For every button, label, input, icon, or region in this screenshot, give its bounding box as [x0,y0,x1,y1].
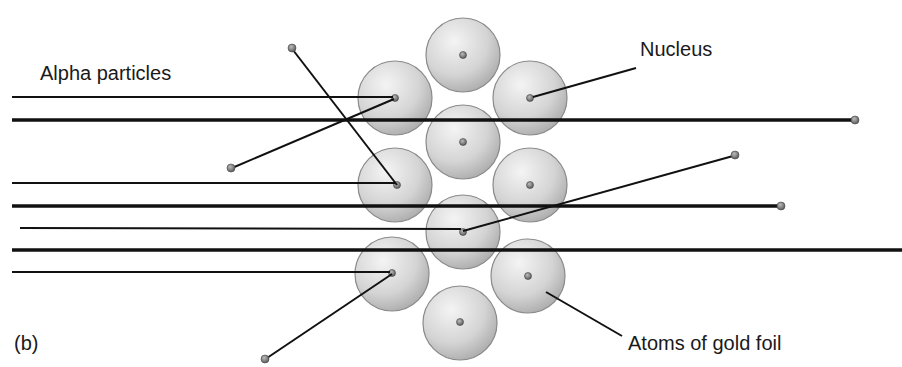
text-label: (b) [14,332,38,354]
leader-lines [533,68,636,336]
text-label: Alpha particles [40,62,171,84]
gold-atoms [355,18,567,360]
alpha-paths [12,50,902,358]
particle-dots [227,44,859,363]
text-label: Nucleus [640,38,712,60]
nuclei [389,52,534,326]
text-label: Atoms of gold foil [628,332,781,354]
